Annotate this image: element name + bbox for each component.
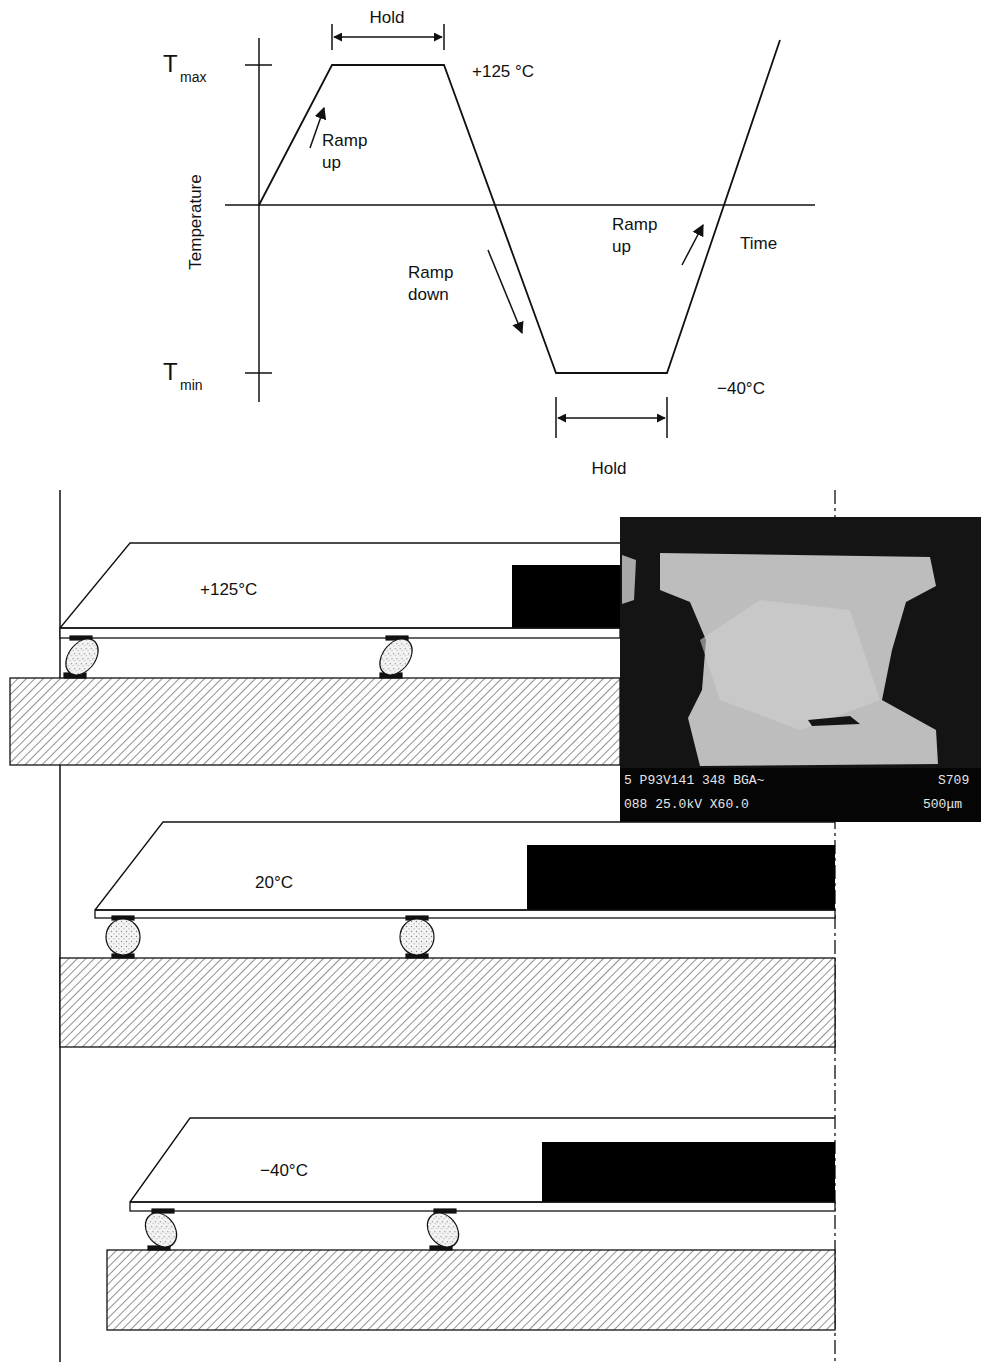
package-lid-shape [95,822,835,910]
graph-label: T [163,50,178,78]
sem-caption: 5 P93V141 348 BGA~ [624,773,764,789]
graph-label: +125 °C [472,61,534,83]
package-outline: +125°C [60,543,620,628]
graph-label: max [180,66,206,88]
temperature-label: −40°C [260,1160,308,1182]
graph-label: Time [740,233,777,255]
package-outline: −40°C [130,1118,835,1202]
sem-caption: 088 25.0kV X60.0 [624,797,749,813]
sem-caption: 500μm [923,797,962,813]
package-lid-shape [130,1118,835,1202]
package-lid-shape [60,543,620,628]
graph-label: Ramp up [612,214,657,258]
sem-caption: S709 [938,773,969,789]
graph-label: T [163,358,178,386]
graph-label: Hold [370,7,405,29]
package-outline: 20°C [95,822,835,910]
graph-label: Ramp up [322,130,367,174]
graph-label: −40°C [717,378,765,400]
graph-label: Temperature [185,174,207,269]
temperature-label: +125°C [200,579,257,601]
graph-label: min [180,374,203,396]
graph-label: Hold [592,458,627,480]
graph-label: Ramp down [408,262,453,306]
temperature-label: 20°C [255,872,293,894]
